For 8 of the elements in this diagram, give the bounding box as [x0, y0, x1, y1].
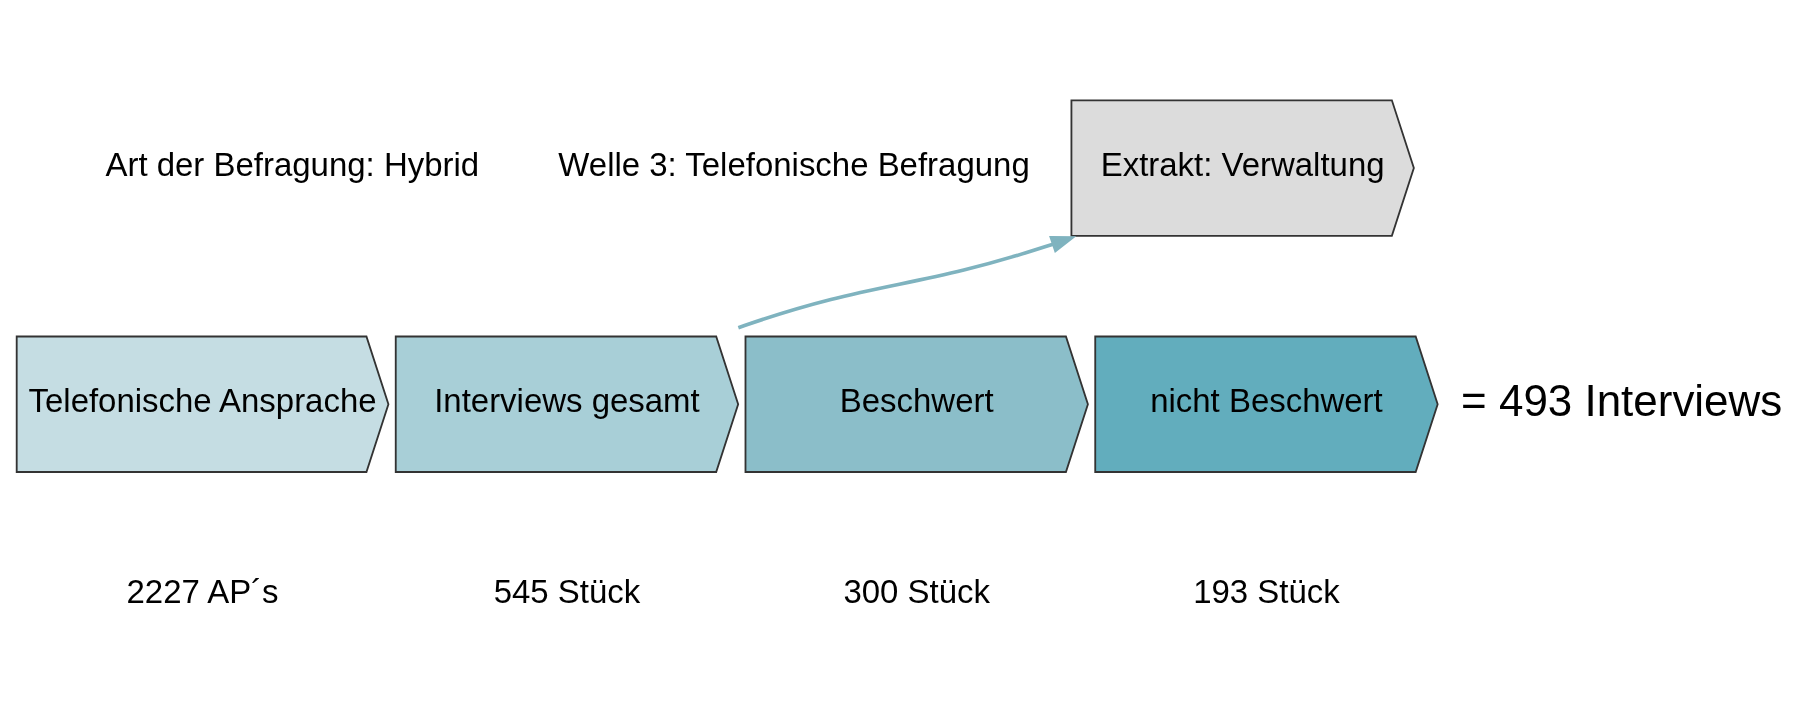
label: 2227 AP´s [126, 572, 279, 610]
label: 545 Stück [493, 572, 641, 610]
arrow [737, 235, 1077, 330]
label: = 493 Interviews [1461, 375, 1783, 425]
label: 193 Stück [1193, 572, 1340, 610]
label: 300 Stück [843, 572, 990, 610]
label: Art der Befragung: Hybrid [105, 146, 480, 184]
label: Welle 3: Telefonische Befragung [558, 146, 1030, 184]
